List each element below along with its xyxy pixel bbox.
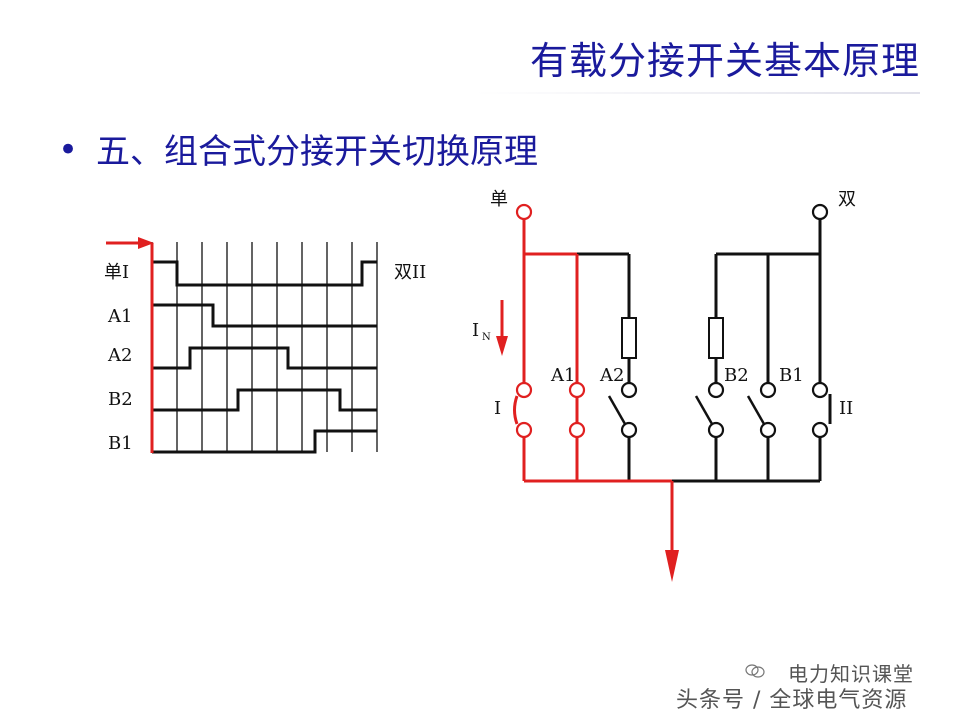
label-A1: A1: [550, 365, 575, 386]
title-divider: [475, 92, 920, 94]
fuses: [621, 317, 724, 359]
open-switch-blades: [607, 395, 766, 425]
current-arrow-head: [496, 336, 508, 356]
label-A2: A2: [599, 365, 624, 386]
black-terminals: [620, 203, 829, 439]
fuse-B2: [708, 317, 724, 359]
red-terminals: [515, 203, 586, 439]
timing-label-B2: B2: [108, 389, 133, 410]
label-single: 单: [490, 189, 508, 210]
timing-label-A1: A1: [107, 306, 132, 327]
label-current: I: [472, 320, 479, 341]
chat-bubble-icon: [745, 664, 765, 678]
watermark-source: 头条号 / 全球电气资源: [676, 688, 908, 713]
timing-label-I: 单I: [104, 262, 129, 283]
circuit-black-wires: [577, 219, 822, 483]
waveform-B2: [152, 388, 377, 412]
label-B1: B1: [779, 365, 804, 386]
slide-title: 有载分接开关基本原理: [529, 39, 920, 83]
slide-subtitle: 五、组合式分接开关切换原理: [96, 132, 538, 172]
waveform-A2: [152, 346, 377, 370]
label-B2: B2: [724, 365, 749, 386]
timing-label-II: 双II: [394, 262, 426, 283]
fuse-A2: [621, 317, 637, 359]
waveform-A1: [152, 303, 377, 328]
waveform-B1: [152, 429, 377, 454]
label-contact-II: II: [839, 398, 853, 419]
watermark-channel: 电力知识课堂: [788, 662, 914, 686]
label-contact-I: I: [494, 398, 501, 419]
circuit-red-path: [513, 219, 674, 552]
timing-arrow-head: [138, 237, 154, 249]
bullet-marker: •: [58, 130, 79, 170]
output-arrow-head: [665, 550, 679, 582]
label-double: 双: [838, 189, 856, 210]
timing-label-A2: A2: [107, 345, 132, 366]
timing-waveforms: [152, 260, 377, 454]
waveform-I: [152, 260, 377, 287]
timing-label-B1: B1: [108, 433, 133, 454]
label-current-sub: N: [482, 332, 491, 343]
